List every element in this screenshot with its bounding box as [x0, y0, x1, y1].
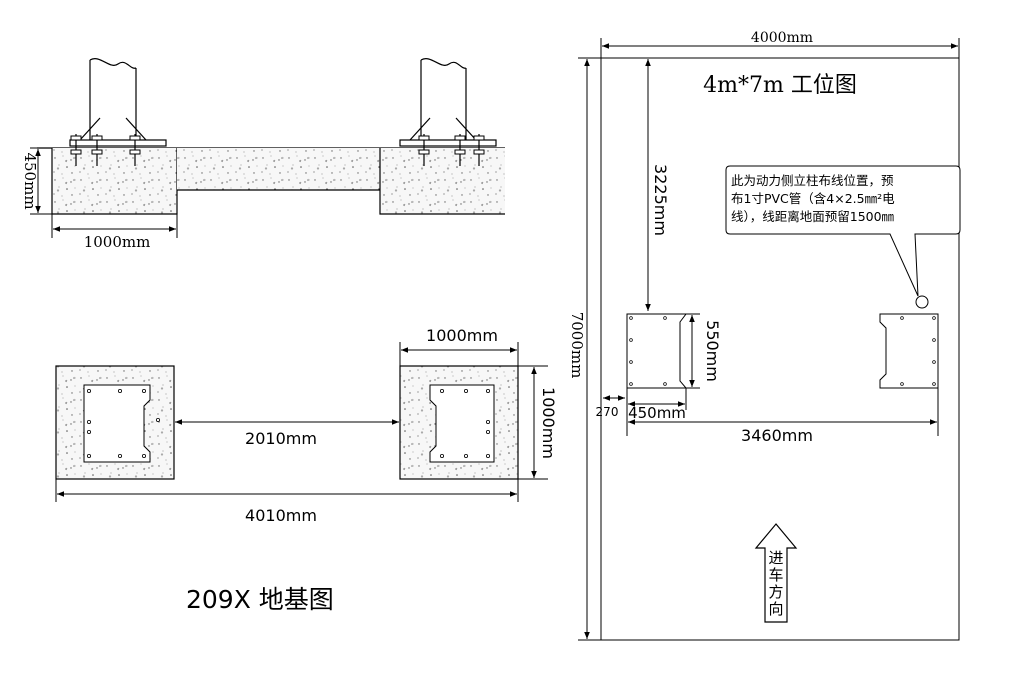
workstation-plan: [578, 38, 961, 641]
elevation-width-label: 1000mm: [84, 233, 151, 251]
foundation-title: 209X 地基图: [186, 585, 334, 614]
workstation-title: 4m*7m 工位图: [703, 73, 857, 98]
power-point-marker: [915, 295, 929, 309]
post-depth-label: 550mm: [703, 320, 722, 382]
post-span-label: 3460mm: [741, 426, 813, 445]
plan-gap-label: 2010mm: [245, 429, 317, 448]
callout-line-1: 此为动力侧立柱布线位置，预: [731, 173, 894, 188]
right-column: [399, 58, 497, 166]
right-post-baseplate: [879, 313, 939, 389]
side-offset-label: 270: [596, 405, 619, 419]
foundation-elevation: [30, 58, 505, 238]
right-pit-concrete: [380, 148, 505, 214]
plan-pad-depth-label: 1000mm: [539, 387, 558, 459]
workstation-width-label: 4000mm: [751, 30, 813, 46]
post-width-label: 450mm: [628, 404, 686, 422]
left-pit-concrete: [52, 148, 177, 214]
callout-line-2: 布1寸PVC管（含4×2.5㎜²电: [731, 191, 895, 206]
entry-char-4: 向: [768, 600, 783, 618]
callout-box: [725, 165, 961, 297]
entry-direction-arrow: [754, 523, 798, 623]
left-post-baseplate: [626, 313, 688, 389]
entry-char-1: 进: [768, 549, 783, 567]
entry-char-3: 方: [768, 583, 783, 601]
elevation-height-label: 450mm: [21, 152, 39, 209]
left-column: [69, 58, 167, 166]
workstation-outline: [600, 57, 960, 641]
plan-total-label: 4010mm: [245, 506, 317, 525]
middle-slab-concrete: [177, 148, 380, 190]
left-baseplate: [83, 384, 151, 463]
entry-char-2: 车: [768, 566, 783, 584]
right-baseplate: [429, 384, 495, 463]
offset-top-label: 3225mm: [651, 164, 670, 236]
workstation-length-label: 7000mm: [568, 312, 586, 379]
foundation-plan: [55, 342, 548, 502]
callout-line-3: 线），线距离地面预留1500㎜: [731, 209, 895, 224]
plan-pad-width-label: 1000mm: [426, 326, 498, 345]
